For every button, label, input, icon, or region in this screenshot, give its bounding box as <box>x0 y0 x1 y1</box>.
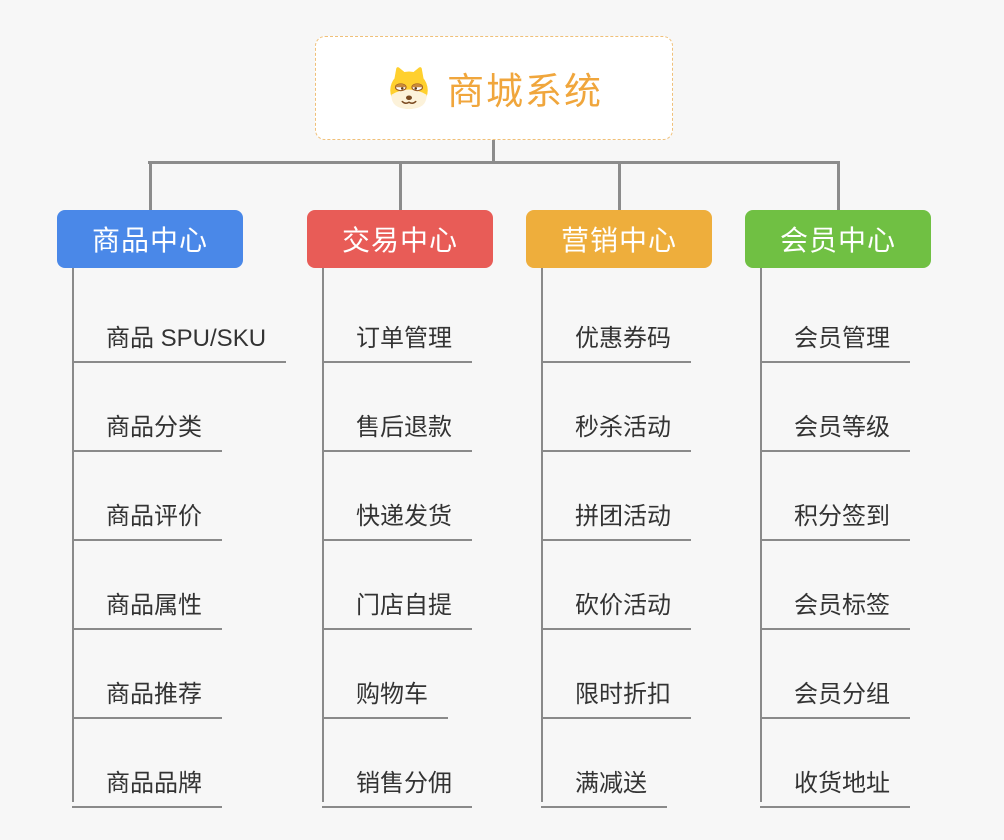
leaf-node[interactable]: 商品评价 <box>72 497 222 541</box>
leaf-node[interactable]: 售后退款 <box>322 408 472 452</box>
root-connector-stub <box>492 140 495 164</box>
branch-label: 会员中心 <box>779 225 896 256</box>
leaf-label: 会员分组 <box>794 681 890 708</box>
leaf-node[interactable]: 商品属性 <box>72 586 222 630</box>
leaf-node[interactable]: 优惠券码 <box>541 319 691 363</box>
leaf-label: 拼团活动 <box>575 503 671 530</box>
leaf-node[interactable]: 会员分组 <box>760 675 910 719</box>
leaf-label: 限时折扣 <box>575 681 671 708</box>
leaf-label: 会员等级 <box>794 414 890 441</box>
leaf-label: 售后退款 <box>356 414 452 441</box>
leaf-label: 会员标签 <box>794 592 890 619</box>
leaf-label: 快递发货 <box>356 503 452 530</box>
branch-node[interactable]: 交易中心 <box>307 210 493 268</box>
leaf-node[interactable]: 会员管理 <box>760 319 910 363</box>
branch-node[interactable]: 营销中心 <box>526 210 712 268</box>
leaf-label: 订单管理 <box>356 325 452 352</box>
leaf-node[interactable]: 门店自提 <box>322 586 472 630</box>
connector-drop <box>617 161 621 210</box>
leaf-node[interactable]: 商品品牌 <box>72 764 222 808</box>
leaf-node[interactable]: 购物车 <box>322 675 448 719</box>
leaf-node[interactable]: 商品分类 <box>72 408 222 452</box>
branch-trunk-line <box>72 268 74 802</box>
branch-trunk-line <box>322 268 324 802</box>
leaf-node[interactable]: 销售分佣 <box>322 764 472 808</box>
leaf-node[interactable]: 限时折扣 <box>541 675 691 719</box>
leaf-node[interactable]: 商品 SPU/SKU <box>72 319 287 363</box>
branch-label: 营销中心 <box>560 225 677 256</box>
branch-node[interactable]: 会员中心 <box>745 210 931 268</box>
branch-label: 商品中心 <box>91 225 208 256</box>
doge-icon <box>385 66 433 110</box>
connector-drop <box>836 161 840 210</box>
leaf-label: 销售分佣 <box>356 770 452 797</box>
branch-node[interactable]: 商品中心 <box>57 210 243 268</box>
leaf-node[interactable]: 秒杀活动 <box>541 408 691 452</box>
leaf-node[interactable]: 收货地址 <box>760 764 910 808</box>
leaf-label: 商品分类 <box>106 414 202 441</box>
leaf-label: 商品品牌 <box>106 770 202 797</box>
leaf-label: 优惠券码 <box>575 325 671 352</box>
leaf-node[interactable]: 拼团活动 <box>541 497 691 541</box>
leaf-label: 商品推荐 <box>106 681 202 708</box>
leaf-label: 商品评价 <box>106 503 202 530</box>
leaf-label: 砍价活动 <box>575 592 671 619</box>
leaf-label: 收货地址 <box>794 770 890 797</box>
connector-drop <box>398 161 402 210</box>
leaf-label: 满减送 <box>575 770 647 797</box>
leaf-label: 积分签到 <box>794 503 890 530</box>
leaf-node[interactable]: 会员标签 <box>760 586 910 630</box>
leaf-label: 商品 SPU/SKU <box>106 325 267 352</box>
branch-trunk-line <box>541 268 543 802</box>
leaf-node[interactable]: 订单管理 <box>322 319 472 363</box>
leaf-node[interactable]: 快递发货 <box>322 497 472 541</box>
branch-trunk-line <box>760 268 762 802</box>
root-title: 商城系统 <box>447 71 603 112</box>
leaf-node[interactable]: 砍价活动 <box>541 586 691 630</box>
leaf-node[interactable]: 积分签到 <box>760 497 910 541</box>
connector-drop <box>148 161 152 210</box>
branch-label: 交易中心 <box>341 225 458 256</box>
leaf-label: 商品属性 <box>106 592 202 619</box>
leaf-label: 门店自提 <box>356 592 452 619</box>
leaf-node[interactable]: 满减送 <box>541 764 667 808</box>
root-node[interactable]: 商城系统 <box>315 36 673 140</box>
leaf-label: 购物车 <box>356 681 428 708</box>
leaf-node[interactable]: 会员等级 <box>760 408 910 452</box>
leaf-label: 秒杀活动 <box>575 414 671 441</box>
leaf-node[interactable]: 商品推荐 <box>72 675 222 719</box>
connector-bus <box>148 161 839 164</box>
leaf-label: 会员管理 <box>794 325 890 352</box>
